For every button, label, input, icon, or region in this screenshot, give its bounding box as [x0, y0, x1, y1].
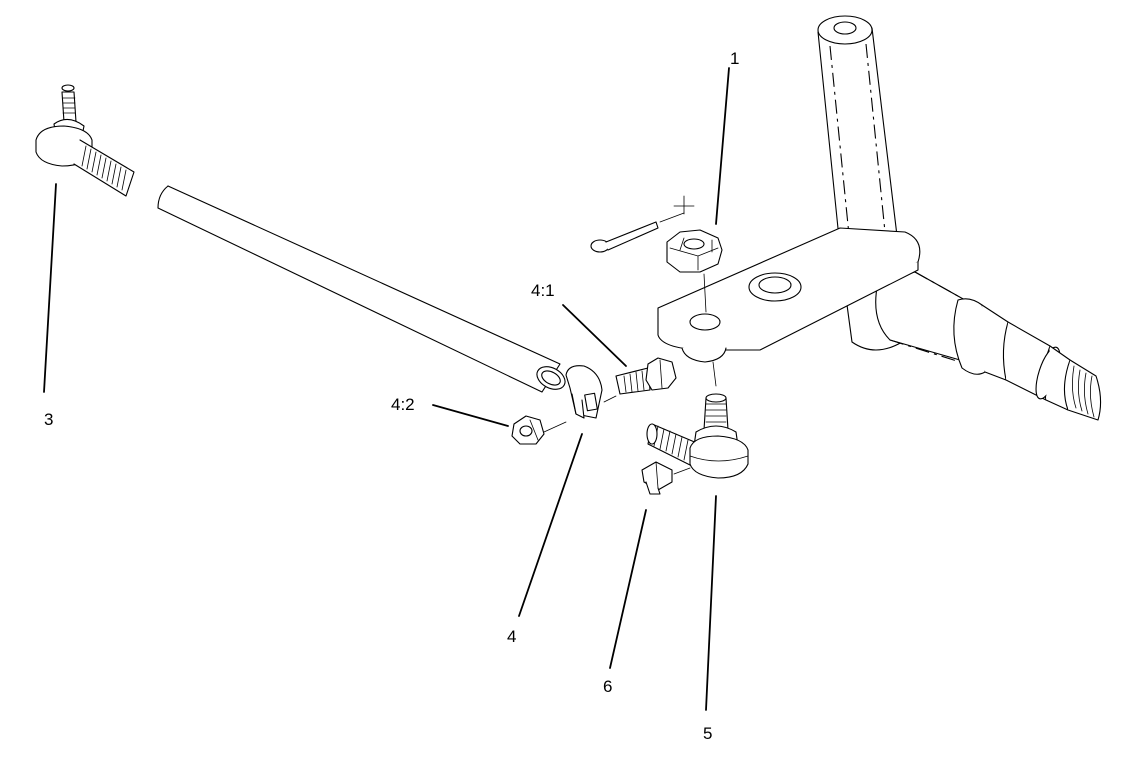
tie-rod-end-left — [35, 84, 135, 197]
leader-line-4-2 — [432, 404, 509, 427]
tie-rod-tube — [157, 185, 566, 393]
leader-line-4 — [518, 433, 583, 617]
castle-nut — [666, 229, 723, 273]
steering-knuckle — [657, 15, 1102, 421]
callout-1: 1 — [730, 49, 739, 68]
callout-4-1: 4:1 — [531, 281, 555, 300]
tie-rod-end-right — [646, 393, 749, 479]
cotter-pin — [590, 195, 695, 253]
leader-line-5 — [705, 495, 717, 711]
clamp-bolt — [615, 357, 677, 395]
tie-rod-clamp — [565, 365, 603, 419]
callout-5: 5 — [703, 724, 712, 743]
leader-line-3 — [43, 183, 57, 393]
callout-3: 3 — [44, 410, 53, 429]
callout-4-2: 4:2 — [391, 395, 415, 414]
callout-4: 4 — [507, 627, 516, 646]
leader-line-6 — [609, 509, 647, 669]
grease-fitting — [641, 461, 691, 495]
leader-line-1 — [715, 67, 730, 225]
leader-line-4-1 — [562, 304, 627, 367]
callout-6: 6 — [603, 677, 612, 696]
clamp-nut — [511, 415, 545, 445]
